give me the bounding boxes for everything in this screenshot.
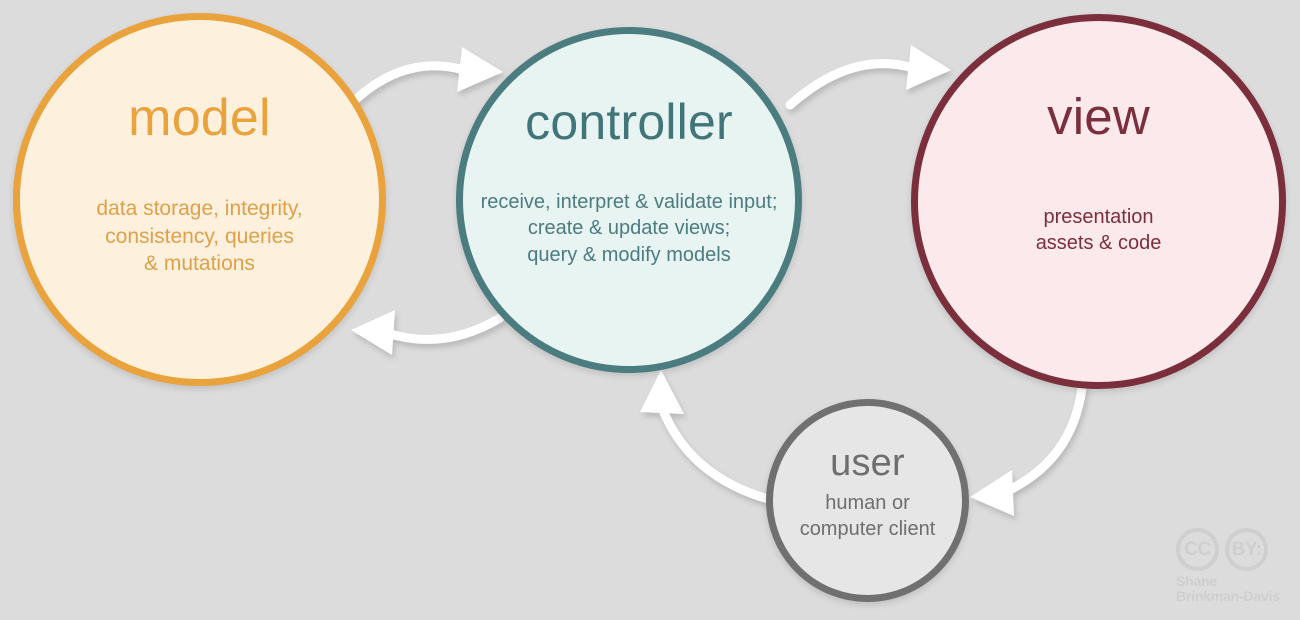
author-first-name: Shane (1176, 573, 1218, 589)
creative-commons-icon: CC (1176, 528, 1219, 571)
node-controller-title: controller (525, 94, 733, 150)
node-user-description: human or computer client (799, 492, 936, 541)
arrow-controller-to-view (785, 45, 951, 110)
node-user-title: user (830, 442, 905, 484)
node-controller-description: receive, interpret & validate input; cre… (480, 191, 778, 266)
author-attribution: Shane Brinkman-Davis (1176, 573, 1292, 605)
arrow-model-to-controller (340, 47, 503, 115)
arrow-controller-to-model (351, 310, 505, 355)
node-model-title: model (128, 89, 271, 147)
arrow-user-to-controller (640, 370, 777, 505)
node-controller[interactable]: controller receive, interpret & validate… (456, 27, 802, 373)
node-view[interactable]: view presentation assets & code (911, 14, 1286, 389)
node-user[interactable]: user human or computer client (766, 399, 969, 602)
attribution-by-icon: BY: (1225, 528, 1268, 571)
node-view-description: presentation assets & code (1035, 206, 1162, 255)
node-view-title: view (1047, 88, 1150, 145)
license-badges: CC BY: (1176, 528, 1292, 571)
arrow-view-to-user (970, 383, 1087, 516)
node-model-description: data storage, integrity, consistency, qu… (96, 197, 303, 276)
node-model[interactable]: model data storage, integrity, consisten… (13, 13, 386, 386)
author-last-name: Brinkman-Davis (1176, 588, 1280, 605)
creative-commons-license[interactable]: CC BY: Shane Brinkman-Davis (1176, 528, 1292, 604)
